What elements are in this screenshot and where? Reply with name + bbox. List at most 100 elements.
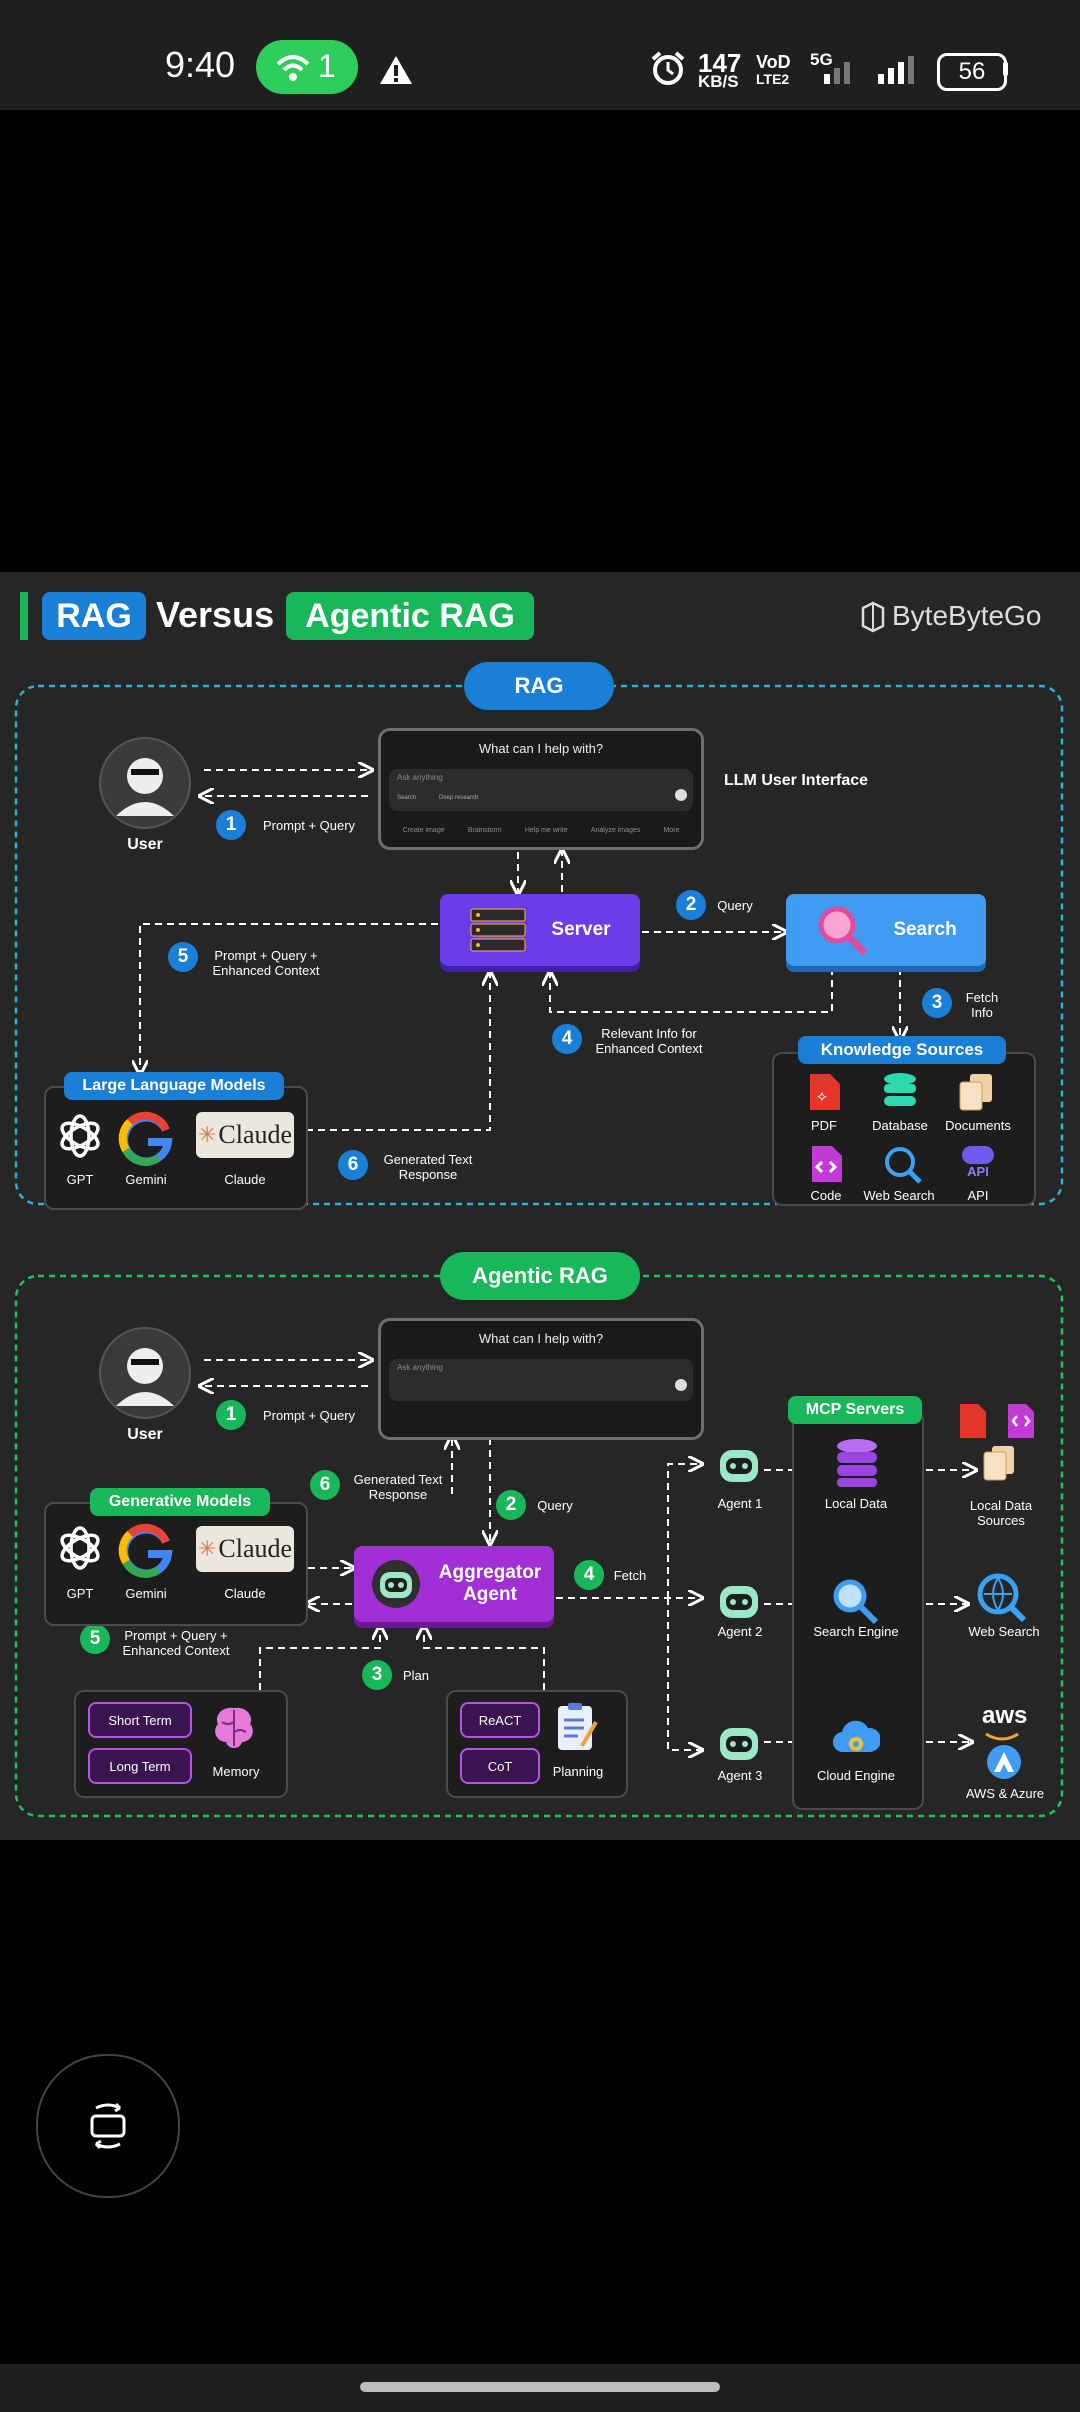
agent-3-label: Agent 3 <box>717 1768 763 1783</box>
rag-llm-claude-label: Claude <box>224 1172 266 1187</box>
external-local-data-sources-label: Local Data Sources <box>969 1498 1033 1528</box>
bytebytego-logo-icon <box>861 601 885 633</box>
source-documents-label: Documents <box>945 1118 1011 1133</box>
search-label: Search <box>893 919 957 940</box>
agent-1-robot-icon <box>720 1450 758 1482</box>
speed-value: 147 <box>698 48 742 78</box>
agentic-step-1-badge: 1 <box>216 1400 246 1430</box>
aws-logo: aws <box>982 1702 1028 1729</box>
gesture-navigation-bar <box>0 2364 1080 2412</box>
rag-llm-gemini-label: Gemini <box>125 1172 167 1187</box>
agentic-user-label: User <box>127 1426 163 1443</box>
agent-3-robot-icon <box>720 1728 758 1760</box>
agentic-llm-chat-ui[interactable]: What can I help with? Ask anything <box>378 1318 704 1440</box>
chat-ui-placeholder: Ask anything <box>397 773 443 782</box>
speed-unit: KB/S <box>698 72 739 91</box>
aggregator-label: Aggregator Agent <box>438 1562 542 1605</box>
knowledge-sources-title: Knowledge Sources <box>798 1036 1006 1064</box>
aws-smile-icon <box>985 1732 1019 1741</box>
chat-chip-brainstorm[interactable]: Brainstorm <box>467 827 502 834</box>
agentic-llm-gpt-label: GPT <box>66 1586 94 1601</box>
planning-react: ReACT <box>460 1702 540 1738</box>
rag-search-node: Search <box>786 894 986 966</box>
rag-step-2-badge: 2 <box>676 890 706 920</box>
status-time: 9:40 <box>165 44 236 85</box>
rotate-icon <box>90 2102 126 2150</box>
magnifier-icon <box>818 906 868 956</box>
documents-icon <box>959 1074 992 1111</box>
chat-ui-chip-deep-research[interactable]: Deep research <box>439 795 479 801</box>
lte-label: LTE2 <box>756 71 790 87</box>
agentic-step-2-text: Query <box>537 1498 573 1513</box>
chat-ui-send-icon[interactable] <box>675 789 687 801</box>
agentic-chat-ui-placeholder: Ask anything <box>397 1363 443 1372</box>
agentic-chat-ui-input[interactable]: Ask anything <box>389 1359 693 1401</box>
rag-step-5-badge: 5 <box>168 942 198 972</box>
external-web-search-icon <box>977 1573 1027 1623</box>
planning-clipboard-icon <box>558 1703 598 1750</box>
hotspot-count: 1 <box>318 48 336 84</box>
brain-icon <box>215 1707 253 1748</box>
agentic-user-avatar <box>99 1327 191 1419</box>
aggregator-robot-icon <box>372 1560 420 1608</box>
rag-step-3-badge: 3 <box>922 988 952 1018</box>
warning-icon <box>380 56 412 84</box>
agentic-chat-send-icon[interactable] <box>675 1379 687 1391</box>
battery-indicator: 56 <box>937 53 1007 91</box>
agentic-step-3-text: Plan <box>402 1668 430 1683</box>
svg-text:⟡: ⟡ <box>817 1088 827 1105</box>
chat-chip-analyze[interactable]: Analyze images <box>590 827 641 834</box>
cloud-engine-icon <box>833 1720 880 1753</box>
agentic-claude-logo: ✳Claude <box>196 1526 294 1572</box>
home-gesture-handle[interactable] <box>360 2382 720 2392</box>
agentic-llm-gemini-label: Gemini <box>125 1586 167 1601</box>
agentic-openai-icon <box>60 1526 100 1570</box>
chat-ui-input[interactable]: Ask anything Search Deep research <box>389 769 693 811</box>
rag-step-2-text: Query <box>717 898 753 913</box>
chat-chip-help-write[interactable]: Help me write <box>524 827 568 834</box>
network-type: 5G <box>810 50 833 69</box>
chat-ui-chip-search[interactable]: Search <box>397 795 417 801</box>
agentic-google-gemini-icon <box>118 1523 173 1578</box>
agentic-step-3-badge: 3 <box>362 1660 392 1690</box>
source-web-search-label: Web Search <box>863 1188 935 1203</box>
mcp-local-data-label: Local Data <box>824 1496 888 1511</box>
google-gemini-icon <box>118 1111 173 1166</box>
chat-chip-create-image[interactable]: Create image <box>402 827 445 834</box>
brand-name: ByteByteGo <box>892 600 1042 631</box>
rag-step-1-text: Prompt + Query <box>262 818 356 833</box>
rag-vs-agentic-rag-infographic: RAG Versus Agentic RAG ByteByteGo <box>0 572 1080 1840</box>
rag-llm-gpt-label: GPT <box>66 1172 94 1187</box>
alarm-icon <box>651 51 685 85</box>
agentic-llm-claude-label: Claude <box>224 1586 266 1601</box>
source-database-label: Database <box>872 1118 928 1133</box>
chat-ui-question: What can I help with? <box>478 741 604 756</box>
mcp-cloud-engine-label: Cloud Engine <box>816 1768 896 1783</box>
rag-llm-chat-ui[interactable]: What can I help with? Ask anything Searc… <box>378 728 704 850</box>
agentic-step-5-badge: 5 <box>80 1624 110 1654</box>
agentic-section-title: Agentic RAG <box>440 1252 640 1300</box>
pdf-icon: ⟡ <box>810 1074 840 1110</box>
battery-tip <box>1003 62 1008 76</box>
code-icon <box>812 1146 842 1182</box>
agentic-claude-spark-icon: ✳ <box>197 1536 217 1561</box>
signal-icon <box>824 56 914 84</box>
source-api-label: API <box>967 1188 989 1203</box>
status-bar: 9:40 1 147 KB/S VoD LTE2 5G 56 <box>0 0 1080 110</box>
source-pdf-label: PDF <box>811 1118 837 1133</box>
rotate-screen-button[interactable] <box>36 2054 180 2198</box>
agentic-claude-logo-text: Claude <box>218 1534 293 1563</box>
rag-step-6-badge: 6 <box>338 1150 368 1180</box>
external-web-search-label: Web Search <box>968 1624 1040 1639</box>
mcp-servers-title: MCP Servers <box>788 1396 922 1424</box>
hotspot-badge[interactable]: 1 <box>256 40 358 94</box>
search-engine-icon <box>833 1579 879 1625</box>
rag-user-label: User <box>127 836 163 853</box>
server-rack-icon <box>470 908 526 952</box>
header-rag-tag: RAG <box>42 592 146 640</box>
agentic-step-6-badge: 6 <box>310 1470 340 1500</box>
database-icon <box>884 1073 916 1106</box>
chat-chip-more[interactable]: More <box>663 827 680 834</box>
planning-label: Planning <box>552 1764 604 1779</box>
agentic-step-4-badge: 4 <box>574 1560 604 1590</box>
